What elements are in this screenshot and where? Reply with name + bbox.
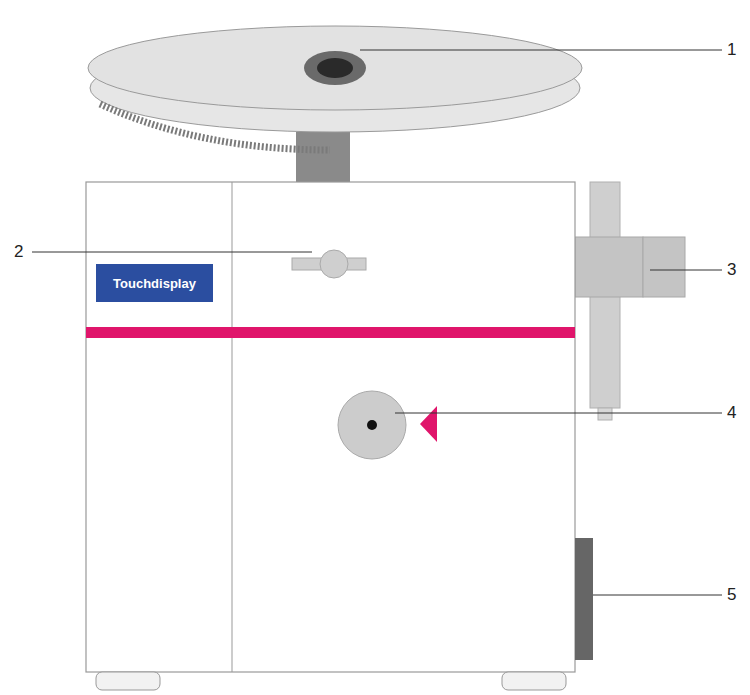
leader-line	[32, 252, 312, 253]
rod-tip	[598, 408, 612, 420]
leader-line	[650, 270, 722, 271]
foot	[502, 672, 566, 690]
gear-teeth	[100, 104, 330, 150]
leader-line	[360, 50, 722, 51]
callout-number: 4	[727, 403, 736, 423]
knob-center	[367, 420, 377, 430]
callout-number: 5	[727, 585, 736, 605]
foot	[96, 672, 160, 690]
hub	[304, 51, 366, 85]
pointer-triangle	[420, 406, 437, 442]
housing-seam	[232, 182, 233, 672]
callout-number: 1	[727, 40, 736, 60]
turntable-disc	[88, 26, 582, 110]
side-port	[575, 538, 593, 660]
leader-line	[395, 413, 722, 414]
leader-line	[593, 595, 722, 596]
hub-hole	[317, 58, 353, 78]
shaft	[296, 132, 350, 184]
pink-band	[86, 327, 575, 338]
callout-number: 3	[727, 260, 736, 280]
display-box: Touchdisplay	[96, 264, 213, 302]
callout-number: 2	[14, 242, 23, 262]
rotary-knob	[338, 391, 406, 459]
clamp	[575, 237, 643, 297]
housing	[86, 182, 575, 672]
clamp-screw	[643, 237, 685, 297]
lever-knob	[320, 250, 348, 278]
display-label: Touchdisplay	[113, 276, 196, 291]
